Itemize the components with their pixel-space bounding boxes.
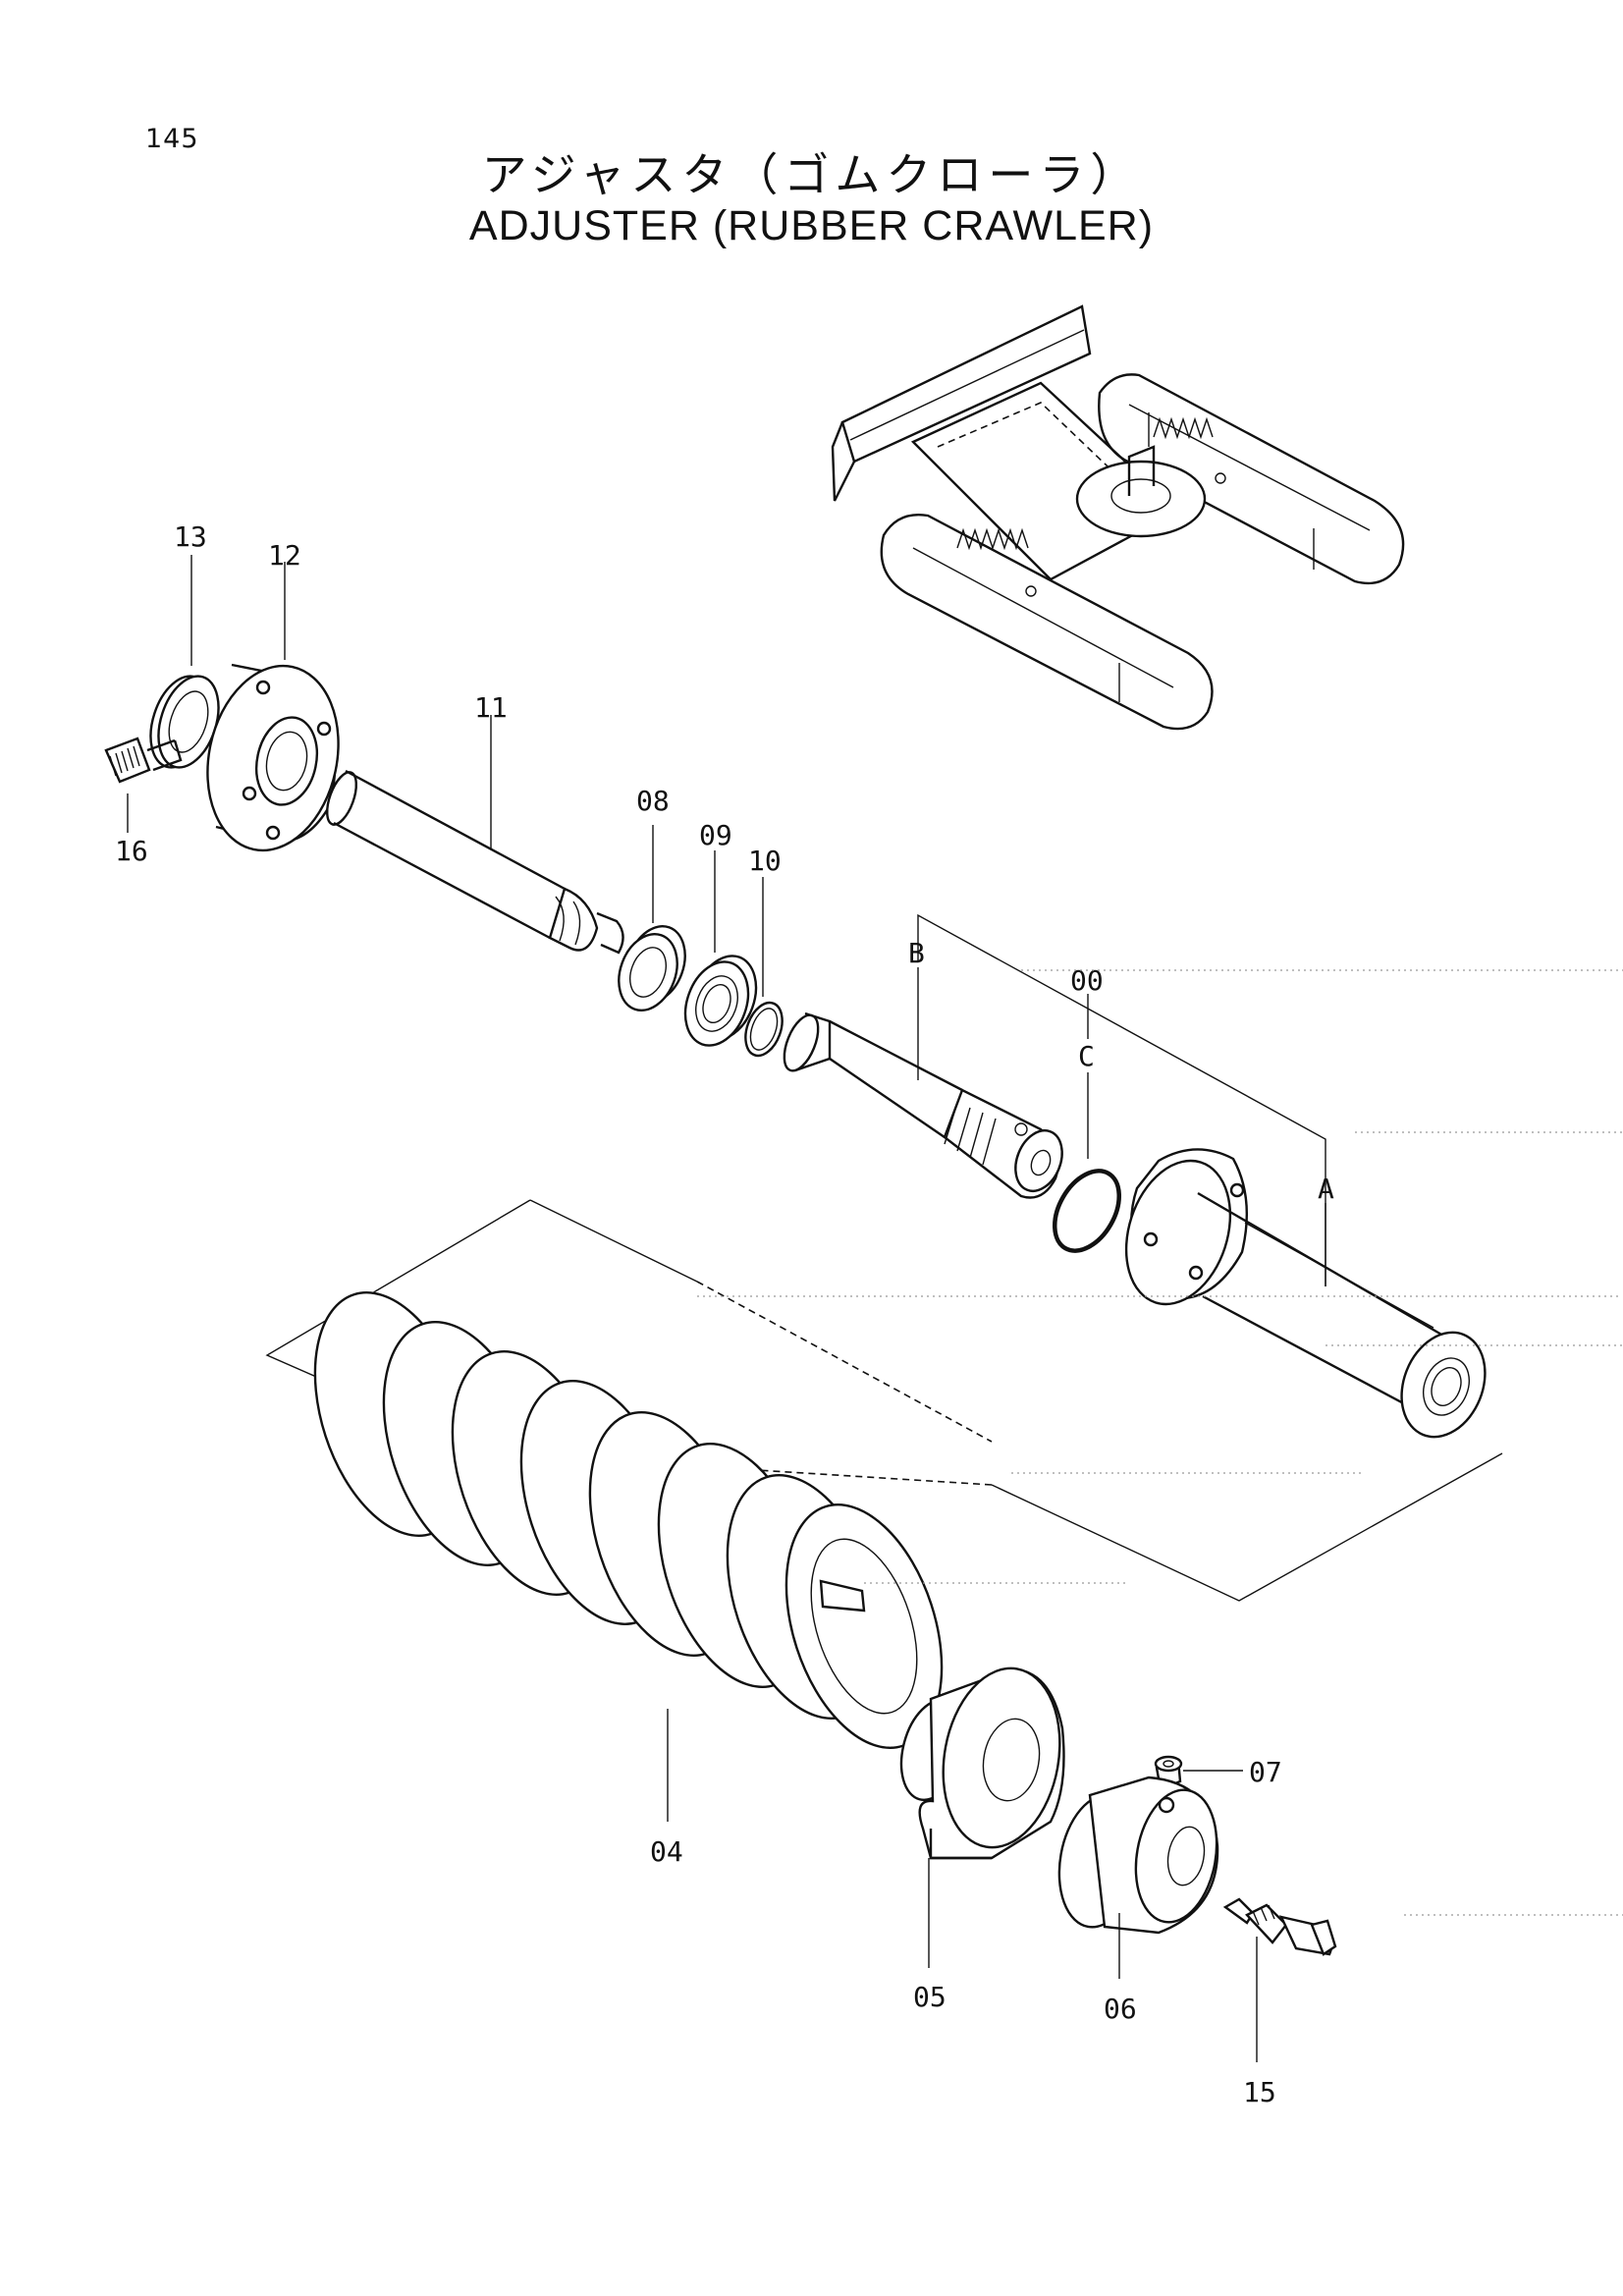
page-number: 145 <box>145 124 199 154</box>
part-12-flange-plate <box>206 663 340 852</box>
callout-12: 12 <box>268 539 301 572</box>
callout-06: 06 <box>1104 1993 1137 2025</box>
machine-overview-illustration <box>831 304 1405 731</box>
callout-00: 00 <box>1070 964 1104 997</box>
part-04-coil-spring <box>313 1291 944 1749</box>
title-japanese: アジャスタ（ゴムクローラ） <box>481 148 1142 201</box>
callout-a: A <box>1318 1173 1334 1205</box>
callout-04: 04 <box>650 1835 683 1868</box>
part-11-rod <box>326 769 624 955</box>
callout-15: 15 <box>1243 2076 1276 2108</box>
callout-13: 13 <box>174 520 207 553</box>
scan-guide-lines <box>697 969 1623 1916</box>
part-a-cylinder <box>1124 1148 1487 1439</box>
part-09-packing <box>683 955 758 1047</box>
callout-05: 05 <box>913 1981 947 2013</box>
part-06-cylinder-sleeve <box>1057 1776 1219 1935</box>
callout-b: B <box>908 937 925 969</box>
part-10-snap-ring <box>744 1001 784 1058</box>
callout-09: 09 <box>699 819 732 851</box>
callout-07: 07 <box>1249 1756 1282 1788</box>
part-08-collar <box>618 925 686 1011</box>
callout-16: 16 <box>115 835 148 867</box>
part-b-piston-rod <box>783 1011 1063 1199</box>
title-english: ADJUSTER (RUBBER CRAWLER) <box>468 202 1155 249</box>
part-15-grease-fitting <box>1222 1897 1337 1956</box>
callout-c: C <box>1078 1040 1095 1072</box>
part-c-o-ring <box>1053 1169 1121 1253</box>
callout-10: 10 <box>748 845 782 877</box>
callout-11: 11 <box>474 691 508 724</box>
callout-08: 08 <box>636 785 670 817</box>
part-05-spring-bracket <box>899 1667 1065 1860</box>
part-16-bolt <box>104 737 183 784</box>
